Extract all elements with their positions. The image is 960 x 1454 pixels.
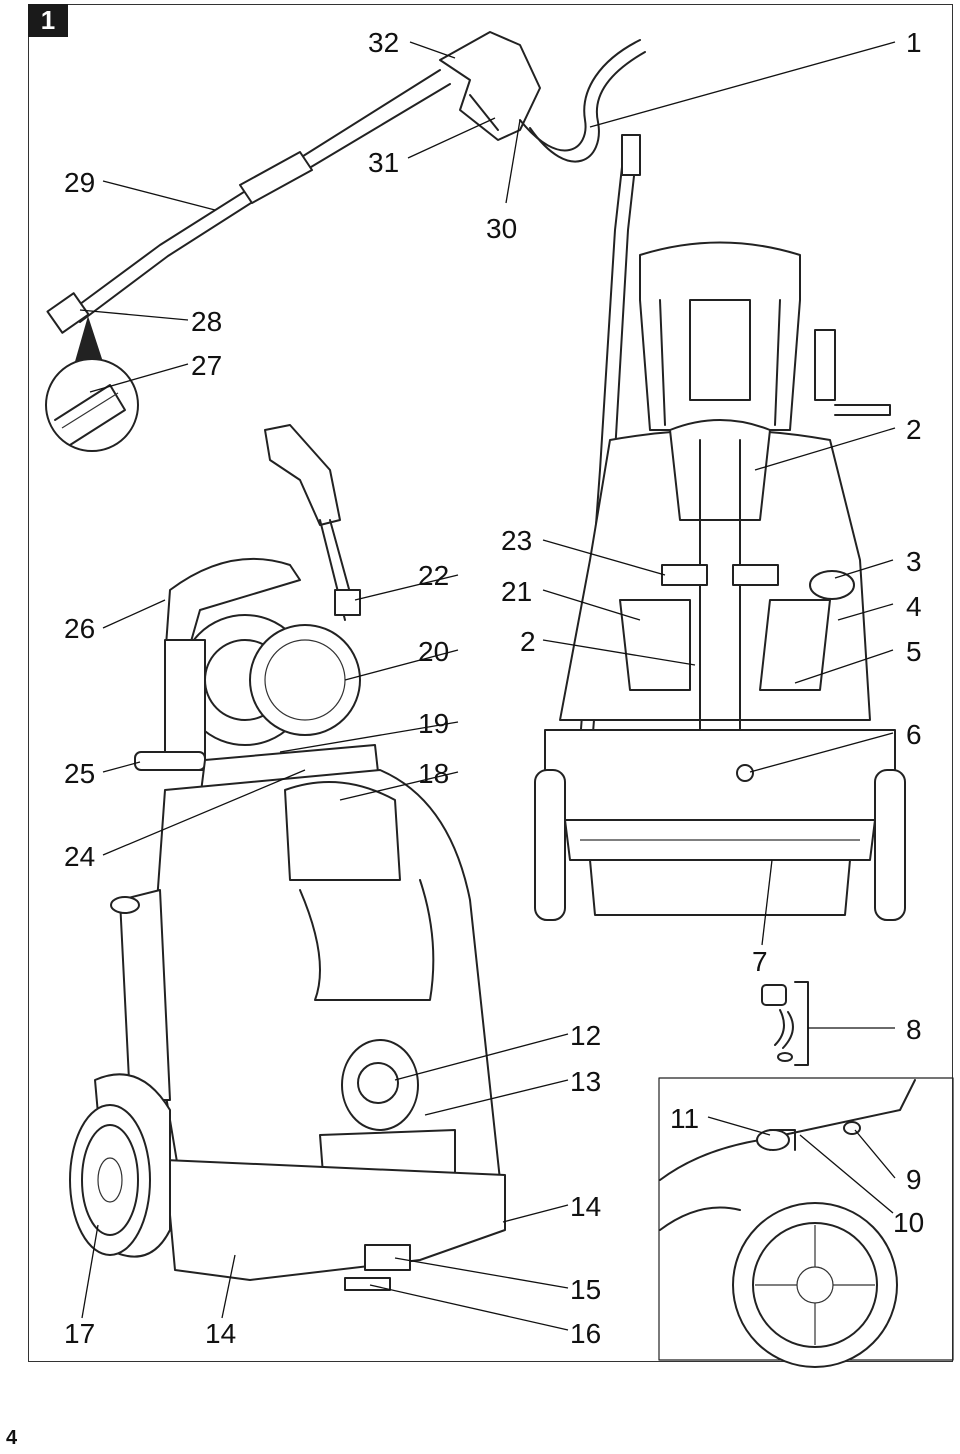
callout-31: 31	[368, 147, 399, 178]
page-number: 4	[6, 1427, 18, 1449]
callout-24: 24	[64, 841, 95, 872]
callout-7: 7	[752, 946, 768, 977]
callout-32: 32	[368, 27, 399, 58]
callout-22: 22	[418, 560, 449, 591]
detail-inset-drawing	[658, 981, 954, 1368]
callout-26: 26	[64, 613, 95, 644]
callout-1: 1	[906, 27, 922, 58]
callout-23: 23	[501, 525, 532, 556]
figure-number-badge: 1	[28, 4, 68, 37]
callout-8: 8	[906, 1014, 922, 1045]
callout-3: 3	[906, 546, 922, 577]
callout-16: 16	[570, 1318, 601, 1349]
callout-30: 30	[486, 213, 517, 244]
callout-25: 25	[64, 758, 95, 789]
front-view-drawing	[534, 134, 906, 921]
callout-29: 29	[64, 167, 95, 198]
callout-11: 11	[670, 1103, 699, 1134]
callout-10: 10	[893, 1207, 924, 1238]
callout-6: 6	[906, 719, 922, 750]
callout-5: 5	[906, 636, 922, 667]
nozzle-detail-magnifier	[45, 316, 139, 452]
callout-14-right: 14	[570, 1191, 601, 1222]
callout-19: 19	[418, 708, 449, 739]
callout-2-mid: 2	[520, 626, 536, 657]
callout-12: 12	[570, 1020, 601, 1051]
callout-2-top: 2	[906, 414, 922, 445]
callout-15: 15	[570, 1274, 601, 1305]
callout-20: 20	[418, 636, 449, 667]
callout-21: 21	[501, 576, 532, 607]
callout-4: 4	[906, 591, 922, 622]
side-view-drawing	[69, 424, 506, 1291]
callout-9: 9	[906, 1164, 922, 1195]
callout-14-left: 14	[205, 1318, 236, 1349]
spray-gun-drawing	[46, 31, 646, 334]
callout-27: 27	[191, 350, 222, 381]
callout-labels: 32 1 31 29 30 28 27 2 23 3 22 21 4 26 2 …	[64, 27, 924, 1349]
callout-13: 13	[570, 1066, 601, 1097]
callout-18: 18	[418, 758, 449, 789]
figure-frame	[28, 4, 953, 1362]
callout-28: 28	[191, 306, 222, 337]
leader-lines	[79, 41, 896, 1331]
callout-17: 17	[64, 1318, 95, 1349]
